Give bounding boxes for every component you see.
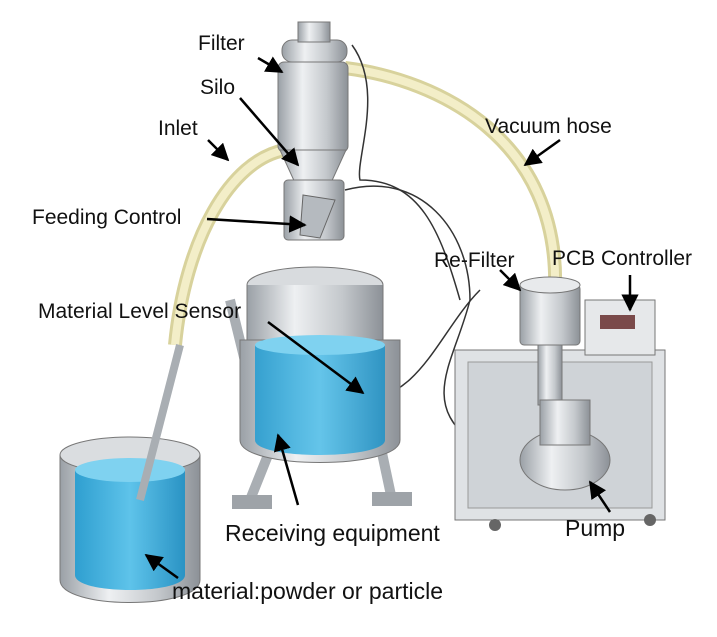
label-feeding-control: Feeding Control	[32, 206, 182, 229]
material-arrow	[144, 553, 179, 580]
label-inlet: Inlet	[158, 117, 198, 140]
vacuum-hose-arrow	[523, 138, 561, 167]
filter-silo-unit	[277, 21, 349, 241]
label-material-level-sensor: Material Level Sensor	[38, 300, 242, 323]
signal-wire	[351, 44, 461, 301]
pump-arrow	[588, 480, 612, 513]
label-receiving-equipment: Receiving equipment	[225, 520, 440, 546]
label-material: material:powder or particle	[172, 578, 444, 604]
label-re-filter: Re-Filter	[434, 249, 515, 272]
label-silo: Silo	[200, 76, 236, 99]
label-pump: Pump	[565, 515, 626, 541]
pump-cabinet	[454, 276, 666, 531]
receiving-equipment-arrow	[273, 433, 300, 506]
re-filter-arrow	[499, 269, 522, 292]
label-filter: Filter	[198, 32, 245, 55]
inlet-arrow	[207, 139, 230, 162]
material-container	[59, 344, 201, 603]
receiving-tank	[225, 266, 412, 509]
silo-arrow	[239, 97, 300, 167]
feeding-control-arrow	[206, 215, 307, 233]
material-level-sensor-arrow	[267, 320, 365, 395]
label-vacuum-hose: Vacuum hose	[485, 115, 612, 138]
label-pcb-controller: PCB Controller	[552, 247, 693, 270]
filter-arrow	[257, 56, 284, 74]
